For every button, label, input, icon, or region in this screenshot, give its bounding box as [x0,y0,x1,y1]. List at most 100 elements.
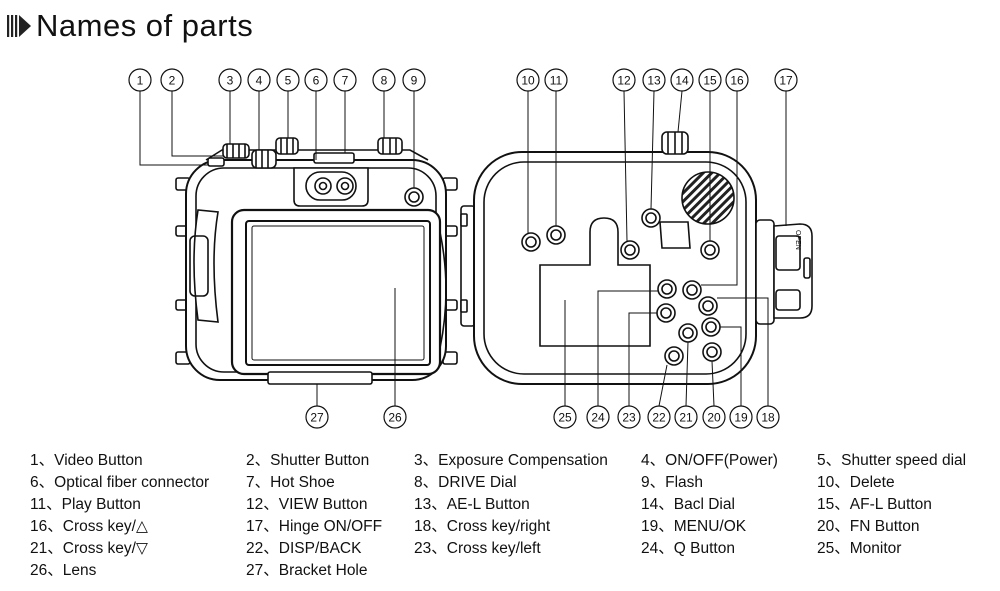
legend-number: 26 [30,562,48,579]
callout-number: 8 [381,74,388,88]
callout-circle [647,405,671,429]
legend-separator: 、 [834,518,850,535]
callout-circle [160,68,184,92]
callout-number: 5 [285,74,292,88]
legend-label: Bracket Hole [278,562,368,579]
callout-number: 13 [647,74,661,88]
legend-number: 20 [817,518,835,535]
callout-circle [305,405,329,429]
legend-number: 13 [414,496,432,513]
legend-item-3: 3、Exposure Compensation [414,452,608,470]
legend-item-13: 13、AE-L Button [414,496,530,514]
legend-item-1: 1、Video Button [30,452,143,470]
callout-7: 7 [333,68,357,92]
legend-item-25: 25、Monitor [817,540,901,558]
title-bars-arrow-icon [7,15,31,37]
callout-circle [516,68,540,92]
legend-label: Exposure Compensation [438,452,608,469]
legend-item-21: 21、Cross key/▽ [30,540,148,558]
ae-l-button-shape [641,208,661,228]
legend-item-16: 16、Cross key/△ [30,518,148,536]
callout-number: 1 [137,74,144,88]
callout-circle [128,68,152,92]
leader-line-24 [597,290,658,406]
legend-separator: 、 [834,496,850,513]
callout-22: 22 [647,405,671,429]
callout-circle [383,405,407,429]
callout-number: 9 [411,74,418,88]
menu-ok-shape [701,317,721,337]
legend-number: 2 [246,452,255,469]
callout-circle [247,68,271,92]
fn-button-shape [702,342,722,362]
play-button-shape [546,225,566,245]
callout-number: 4 [256,74,263,88]
callout-number: 23 [622,411,636,425]
callout-27: 27 [305,405,329,429]
legend-separator: 、 [834,474,850,491]
callout-11: 11 [544,68,568,92]
callout-circle [218,68,242,92]
callout-21: 21 [674,405,698,429]
legend-item-11: 11、Play Button [30,496,141,514]
legend-number: 15 [817,496,835,513]
legend-number: 23 [414,540,432,557]
legend-separator: 、 [263,540,279,557]
callout-20: 20 [702,405,726,429]
legend-label: Hinge ON/OFF [278,518,383,535]
legend-separator: 、 [263,562,279,579]
legend-separator: 、 [46,496,62,513]
legend-label: Play Button [61,496,141,513]
legend-separator: 、 [422,452,439,469]
cross-key-left-shape [656,303,676,323]
legend-item-24: 24、Q Button [641,540,735,558]
legend-item-26: 26、Lens [30,562,96,580]
legend-item-9: 9、Flash [641,474,703,492]
legend-label: FN Button [849,518,920,535]
callout-3: 3 [218,68,242,92]
legend-number: 12 [246,496,264,513]
legend-item-27: 27、Bracket Hole [246,562,368,580]
callout-circle [698,68,722,92]
callout-circle [670,68,694,92]
back-housing [460,131,813,385]
callout-circle [372,68,396,92]
legend-label: Bacl Dial [673,496,735,513]
callout-number: 25 [558,411,572,425]
callout-circle [586,405,610,429]
back-buttons [521,208,722,366]
view-button-shape [620,240,640,260]
legend-separator: 、 [649,452,666,469]
legend-separator: 、 [658,496,674,513]
legend-separator: 、 [263,496,279,513]
callout-13: 13 [642,68,666,92]
callout-number: 27 [310,411,324,425]
legend-item-22: 22、DISP/BACK [246,540,361,558]
legend-separator: 、 [254,474,271,491]
callout-number: 16 [730,74,744,88]
callout-23: 23 [617,405,641,429]
legend-number: 21 [30,540,48,557]
legend-label: Hot Shoe [270,474,335,491]
legend-separator: 、 [658,518,674,535]
legend-item-14: 14、Bacl Dial [641,496,735,514]
callout-number: 10 [521,74,535,88]
callout-circle [674,405,698,429]
leader-line-14 [677,90,683,133]
callout-circle [774,68,798,92]
legend-number: 25 [817,540,835,557]
legend-item-7: 7、Hot Shoe [246,474,335,492]
callout-19: 19 [729,405,753,429]
legend-label: Cross key/△ [62,518,148,535]
callout-number: 17 [779,74,793,88]
leader-line-20 [711,360,715,407]
leader-line-23 [628,312,657,406]
legend-separator: 、 [431,518,447,535]
legend-label: Shutter speed dial [841,452,967,469]
legend-number: 22 [246,540,264,557]
callout-6: 6 [304,68,328,92]
legend-separator: 、 [47,562,63,579]
legend-item-4: 4、ON/OFF(Power) [641,452,778,470]
callout-8: 8 [372,68,396,92]
